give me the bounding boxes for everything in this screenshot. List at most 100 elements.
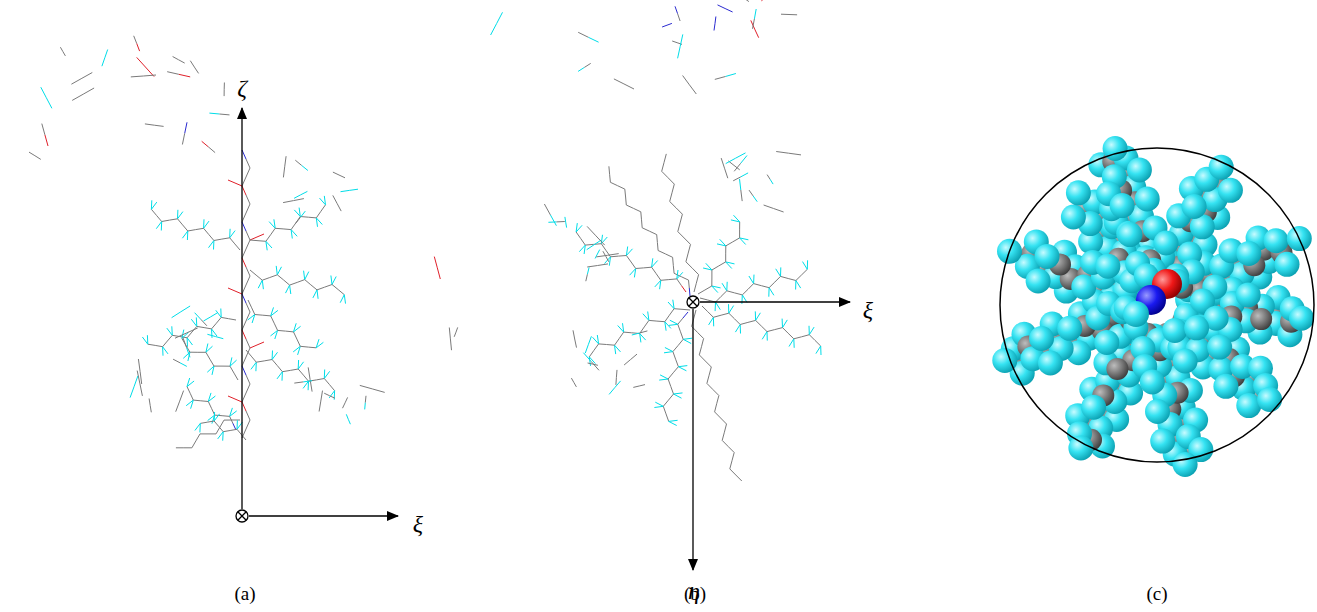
bond-stick <box>148 344 155 345</box>
bond-stick <box>294 195 301 199</box>
bond-stick <box>665 322 671 329</box>
bond-stick <box>594 344 599 351</box>
bond-stick <box>283 228 291 230</box>
bond-stick <box>304 271 305 280</box>
bond-stick <box>333 172 339 175</box>
bond-stick <box>668 302 674 309</box>
bond-stick <box>688 244 690 253</box>
bond-stick <box>662 25 667 27</box>
bond-stick <box>262 278 270 281</box>
bond-stick <box>290 369 298 370</box>
bond-stick <box>756 313 761 321</box>
bond-stick <box>665 254 672 257</box>
bond-stick <box>324 393 329 396</box>
bond-stick <box>713 390 719 396</box>
atom-sphere <box>1038 351 1063 376</box>
bond-stick <box>803 262 808 270</box>
bond-stick <box>195 423 200 430</box>
bond-stick <box>662 163 664 172</box>
bond-stick <box>796 281 801 289</box>
bond-stick <box>219 426 224 431</box>
bond-stick <box>775 328 783 330</box>
bond-stick <box>717 244 726 246</box>
bond-stick <box>656 235 658 243</box>
bond-stick <box>754 9 756 19</box>
bond-stick <box>644 267 652 269</box>
bond-stick <box>300 346 308 348</box>
bond-stick <box>319 401 321 411</box>
panel-caption: (b) <box>684 583 706 605</box>
bond-stick <box>610 182 617 185</box>
bond-stick <box>179 60 185 63</box>
atom-sphere <box>1162 318 1187 343</box>
bond-stick <box>208 402 211 409</box>
bond-stick <box>721 313 729 315</box>
bond-stick <box>275 330 278 339</box>
bond-stick <box>206 344 208 353</box>
bond-stick <box>585 345 588 353</box>
bond-stick <box>735 325 740 333</box>
bond-stick <box>673 352 676 360</box>
bond-stick <box>497 12 503 23</box>
bond-stick <box>180 363 187 367</box>
bond-stick <box>454 332 456 337</box>
bond-stick <box>250 270 256 275</box>
atom-sphere <box>1029 326 1054 351</box>
bond-stick <box>294 332 297 339</box>
bond-stick <box>595 254 597 259</box>
bond-stick <box>636 267 644 269</box>
bond-stick <box>246 159 250 168</box>
bond-stick <box>262 280 263 289</box>
bond-stick <box>725 246 726 254</box>
bond-stick <box>599 343 607 345</box>
bond-stick <box>298 346 301 355</box>
bond-stick <box>286 285 290 293</box>
bond-stick <box>639 385 645 386</box>
bond-stick <box>151 200 152 209</box>
bond-stick <box>683 312 688 318</box>
bond-stick <box>761 326 767 332</box>
bond-stick <box>726 158 736 163</box>
bond-stick <box>669 324 678 325</box>
bond-stick <box>210 359 214 366</box>
bond-stick <box>682 309 690 311</box>
bond-stick <box>46 98 52 109</box>
axis-label: ζ <box>237 75 247 102</box>
bond-stick <box>209 241 214 248</box>
bond-stick <box>656 274 661 281</box>
bond-stick <box>733 177 741 181</box>
bond-stick <box>183 225 188 231</box>
bond-stick <box>674 394 682 398</box>
bond-stick <box>188 230 196 231</box>
bond-stick <box>789 14 797 15</box>
bond-stick <box>588 336 591 344</box>
bond-stick <box>330 385 335 391</box>
bond-stick <box>675 6 678 13</box>
bond-stick <box>187 348 191 358</box>
bond-stick <box>456 327 458 332</box>
bond-stick <box>669 309 674 316</box>
bond-stick <box>186 328 197 333</box>
bond-stick <box>176 447 184 448</box>
bond-stick <box>762 332 767 340</box>
bond-stick <box>29 152 35 156</box>
bond-stick <box>668 379 671 387</box>
bond-stick <box>271 307 274 316</box>
bond-stick <box>618 186 625 189</box>
bond-stick <box>324 370 325 379</box>
bond-stick <box>250 234 264 240</box>
atom-sphere <box>1150 429 1175 454</box>
bond-stick <box>626 256 631 263</box>
bond-stick <box>660 280 661 289</box>
bond-stick <box>587 245 594 250</box>
bond-stick <box>233 423 236 430</box>
bond-stick <box>578 32 588 37</box>
into-page-cross <box>238 512 246 520</box>
bond-stick <box>137 371 140 384</box>
bond-stick <box>684 238 690 244</box>
bond-stick <box>45 135 48 146</box>
bond-stick <box>284 280 290 285</box>
bond-stick <box>185 122 187 133</box>
bond-stick <box>283 201 293 203</box>
bond-stick <box>246 276 250 285</box>
